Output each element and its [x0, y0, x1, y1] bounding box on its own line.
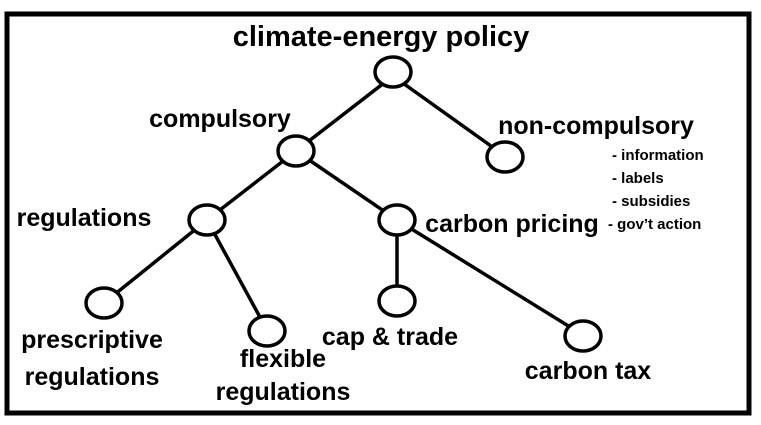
- list-item-subsidies: - subsidies: [612, 193, 690, 210]
- diagram-border: [4, 11, 752, 416]
- node-non-compulsory: [485, 140, 525, 174]
- list-item-information: - information: [612, 147, 704, 164]
- label-compulsory: compulsory: [149, 105, 291, 133]
- label-non-compulsory: non-compulsory: [498, 112, 694, 140]
- edge-regulations-flexible: [205, 219, 269, 331]
- label-flexible-line2: regulations: [216, 378, 351, 406]
- label-root: climate-energy policy: [233, 21, 530, 53]
- node-compulsory: [276, 134, 316, 168]
- non-compulsory-list: - information - labels - subsidies - gov…: [608, 147, 704, 233]
- node-carbon-pricing: [377, 203, 417, 237]
- label-prescriptive-line1: prescriptive: [21, 326, 163, 354]
- edge-compulsory-carbon-pricing: [295, 149, 398, 222]
- node-regulations: [187, 203, 227, 237]
- label-flexible-line1: flexible: [240, 345, 326, 373]
- node-carbon-tax: [563, 319, 603, 353]
- edge-pricing-carbon-tax: [396, 218, 584, 337]
- node-flexible-regulations: [247, 314, 287, 348]
- label-regulations: regulations: [17, 204, 152, 232]
- node-cap-and-trade: [377, 284, 417, 318]
- node-root: [373, 55, 413, 89]
- edge-regulations-prescriptive: [102, 218, 209, 305]
- list-item-labels: - labels: [612, 170, 664, 187]
- label-carbon-pricing: carbon pricing: [425, 210, 599, 238]
- tree-nodes: [84, 55, 603, 353]
- edge-root-non-compulsory: [391, 74, 507, 158]
- edge-compulsory-regulations: [205, 149, 298, 222]
- label-cap-and-trade: cap & trade: [322, 323, 458, 351]
- node-prescriptive-regulations: [84, 286, 124, 320]
- list-item-govt-action: - gov’t action: [608, 216, 701, 233]
- label-carbon-tax: carbon tax: [525, 357, 652, 385]
- edge-root-compulsory: [294, 74, 395, 153]
- tree-edges: [102, 74, 584, 337]
- label-prescriptive-line2: regulations: [25, 363, 160, 391]
